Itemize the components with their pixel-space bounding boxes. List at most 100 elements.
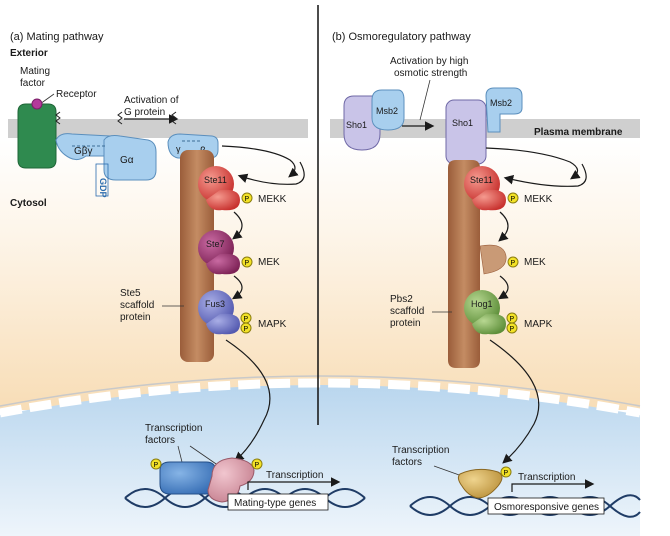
transcription-arrow-a xyxy=(247,477,341,490)
transcription-arrow-b xyxy=(511,479,595,492)
pbs2-label-3: protein xyxy=(390,318,421,329)
mek-label-b: MEK xyxy=(524,257,546,268)
exterior-label: Exterior xyxy=(10,48,48,59)
nuclear-envelope xyxy=(0,378,641,418)
tf-leader-a-1 xyxy=(177,445,183,463)
svg-text:P: P xyxy=(511,260,516,267)
gdp-label: GDP xyxy=(98,178,108,198)
mek-label-a: MEK xyxy=(258,257,280,268)
ste7-label: Ste7 xyxy=(206,239,225,249)
mapk-label-a: MAPK xyxy=(258,319,287,330)
phospho-hog1-1: P xyxy=(506,312,518,324)
svg-text:P: P xyxy=(245,196,250,203)
arrow-gbg-loop-a xyxy=(221,145,299,178)
genes-label-b: Osmoresponsive genes xyxy=(494,502,599,513)
activation-b-leader xyxy=(419,79,431,121)
arrow-ste7-fus3 xyxy=(231,275,243,300)
tf-pink-a xyxy=(207,457,255,503)
phospho-tf-a-2: P xyxy=(251,458,263,470)
cytosol-label: Cytosol xyxy=(10,198,47,209)
activation-label-2: G protein xyxy=(124,107,165,118)
phospho-fus3-1: P xyxy=(240,312,252,324)
svg-text:P: P xyxy=(511,196,516,203)
fus3-kinase xyxy=(198,290,240,335)
svg-text:P: P xyxy=(510,316,515,323)
phospho-pbs2: P xyxy=(507,256,519,268)
nuclear-envelope-edge xyxy=(0,375,641,407)
g-beta-gamma-label: Gβγ xyxy=(74,146,93,157)
g-alpha-label: Gα xyxy=(120,155,134,166)
mekk-label-b: MEKK xyxy=(524,194,553,205)
tf-label-a-2: factors xyxy=(145,435,175,446)
arrow-to-ste11-a xyxy=(237,161,305,185)
svg-text:P: P xyxy=(510,326,515,333)
transcription-label-b: Transcription xyxy=(518,472,575,483)
pbs2-label-2: scaffold xyxy=(390,306,424,317)
mating-factor xyxy=(31,98,43,110)
activation-b-label-2: osmotic strength xyxy=(394,68,467,79)
activation-b-label-1: Activation by high xyxy=(390,56,468,67)
ste11-label-a: Ste11 xyxy=(204,175,227,185)
activation-label-1: Activation of xyxy=(124,95,179,106)
lipid-anchor-1 xyxy=(55,111,61,125)
tf-label-b-2: factors xyxy=(392,457,422,468)
phospho-ste11-b: P xyxy=(507,192,519,204)
sho1-active xyxy=(445,99,487,165)
gene-box-b xyxy=(487,497,605,515)
gdp-box xyxy=(95,163,109,197)
lipid-anchor-3 xyxy=(171,111,177,125)
receptor-leader xyxy=(39,93,55,105)
arrow-fus3-to-nucleus xyxy=(225,339,271,462)
svg-text:P: P xyxy=(244,316,249,323)
cytosol-region xyxy=(0,140,640,410)
msb2-label-active: Msb2 xyxy=(490,98,512,108)
phospho-ste7: P xyxy=(241,256,253,268)
msb2-label-inactive: Msb2 xyxy=(376,106,398,116)
ste11-kinase-a xyxy=(198,166,240,211)
panel-b-title: (b) Osmoregulatory pathway xyxy=(332,31,471,43)
fus3-label: Fus3 xyxy=(205,299,225,309)
ste11-kinase-b xyxy=(464,166,506,211)
arrow-to-ste11-b xyxy=(503,163,587,187)
receptor xyxy=(17,103,57,169)
g-alpha xyxy=(103,135,157,181)
panel-a-title: (a) Mating pathway xyxy=(10,31,104,43)
sho1-label-inactive: Sho1 xyxy=(346,120,367,130)
msb2-inactive xyxy=(371,89,405,131)
ste7-kinase xyxy=(198,230,240,275)
ste11-label-b: Ste11 xyxy=(470,175,493,185)
tf-gold-b xyxy=(457,468,503,499)
svg-text:P: P xyxy=(154,462,159,469)
mekk-label-a: MEKK xyxy=(258,194,287,205)
ste5-label-2: scaffold xyxy=(120,300,154,311)
phospho-fus3-2: P xyxy=(240,322,252,334)
plasma-membrane-a xyxy=(8,119,308,138)
mapk-label-b: MAPK xyxy=(524,319,553,330)
tf-label-b-1: Transcription xyxy=(392,445,449,456)
genes-label-a: Mating-type genes xyxy=(234,498,316,509)
arrow-hog1-to-nucleus xyxy=(489,339,540,464)
mating-factor-label-2: factor xyxy=(20,78,46,89)
phospho-ste11-a: P xyxy=(241,192,253,204)
receptor-label: Receptor xyxy=(56,89,97,100)
phospho-tf-b: P xyxy=(500,466,512,478)
arrow-ste11-ste7 xyxy=(232,211,243,240)
mating-factor-label-1: Mating xyxy=(20,66,50,77)
svg-text:P: P xyxy=(255,462,260,469)
msb2-active xyxy=(485,87,523,133)
lipid-anchor-2 xyxy=(117,111,123,125)
svg-text:P: P xyxy=(244,326,249,333)
tf-label-a-1: Transcription xyxy=(145,423,202,434)
arrow-ste11-pbs2 xyxy=(498,211,509,242)
svg-text:P: P xyxy=(504,470,509,477)
tf-blue-a xyxy=(159,461,217,495)
arrow-pbs2-hog1 xyxy=(497,275,509,300)
ste5-label-3: protein xyxy=(120,312,151,323)
transcription-label-a: Transcription xyxy=(266,470,323,481)
hog1-kinase xyxy=(464,290,506,335)
gene-box-a xyxy=(227,493,329,511)
pbs2-label-1: Pbs2 xyxy=(390,294,413,305)
tf-leader-b xyxy=(433,465,463,477)
phospho-tf-a-1: P xyxy=(150,458,162,470)
